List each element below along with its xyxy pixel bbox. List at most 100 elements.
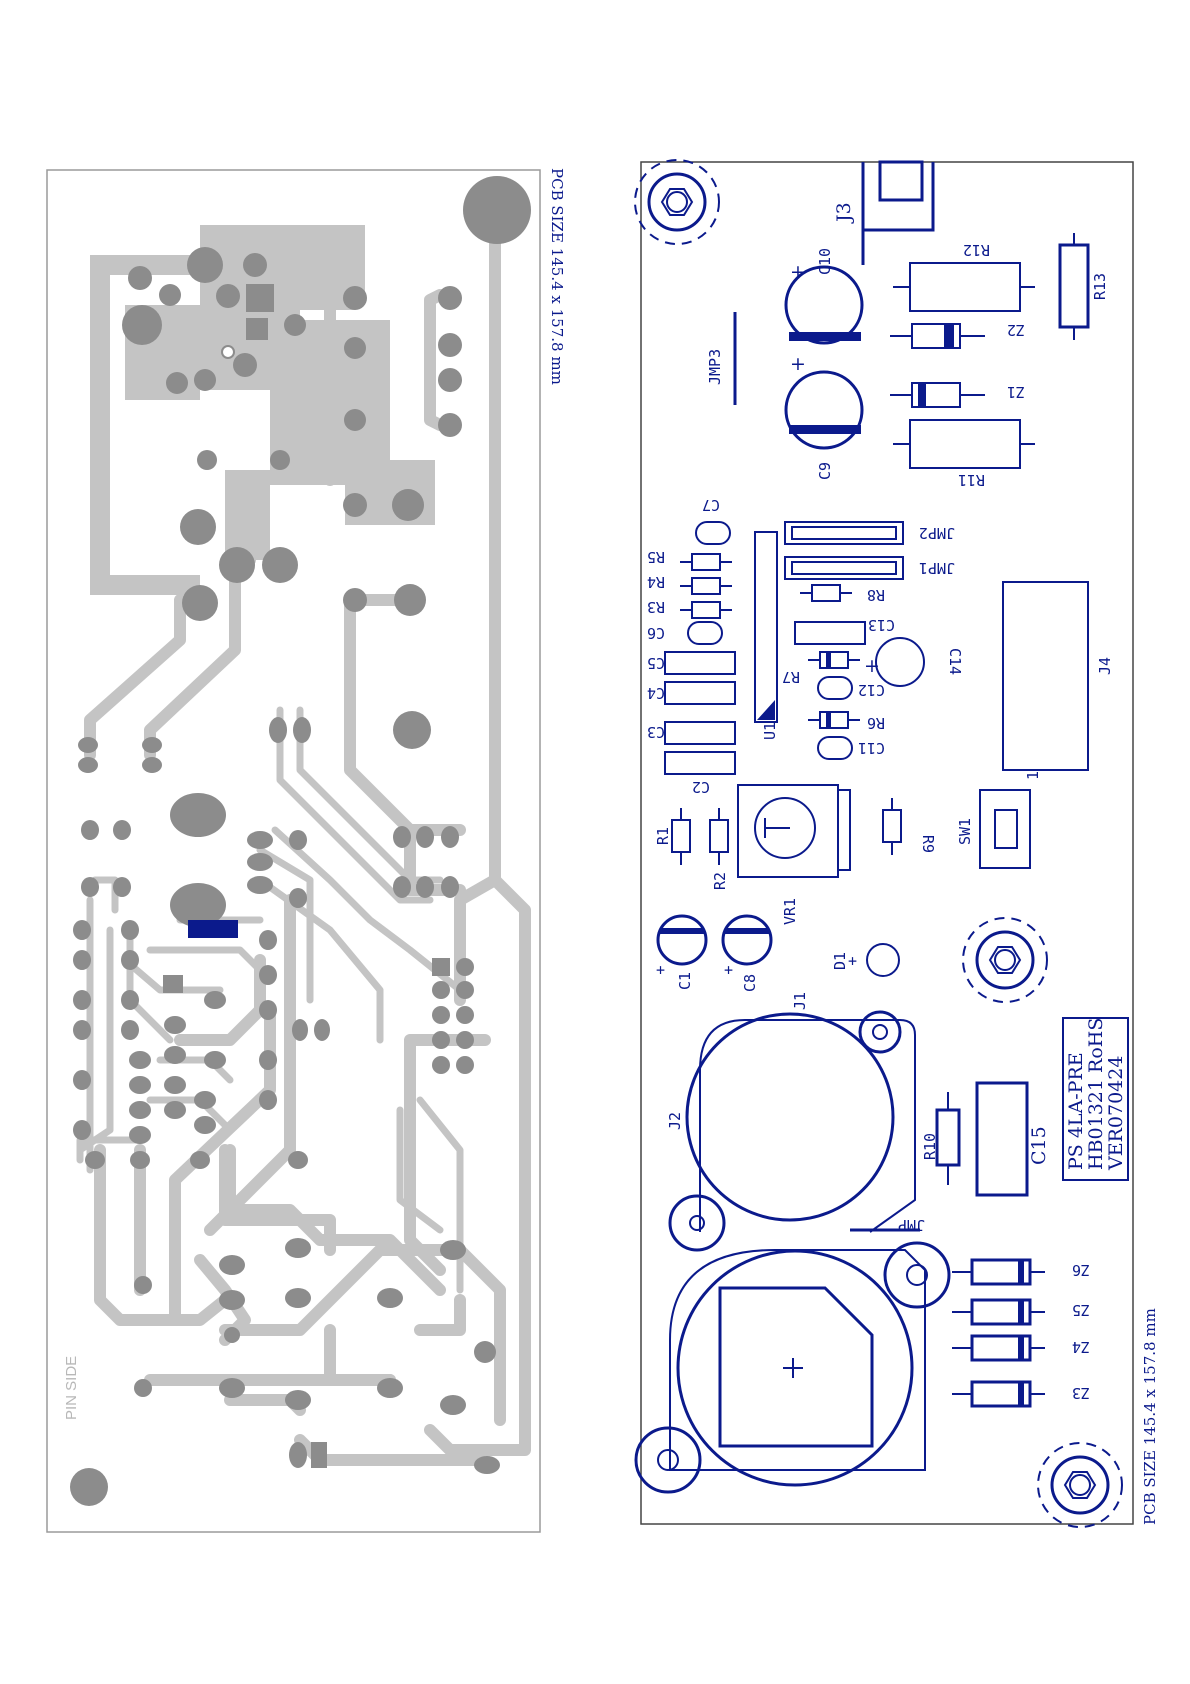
- pin-side-label: PIN SIDE: [63, 1356, 80, 1420]
- label-c2: C2: [692, 778, 710, 796]
- mounting-hole-middle: [963, 918, 1047, 1002]
- label-r13: R13: [1091, 273, 1109, 300]
- info-line-3: VER070424: [1105, 1056, 1127, 1171]
- d1-led: + D1: [831, 944, 899, 976]
- j1-j2-jack: J1 J2: [666, 992, 915, 1250]
- label-j2: J2: [666, 1112, 684, 1130]
- label-c6: C6: [647, 624, 665, 642]
- c15-capacitor: C15: [977, 1083, 1050, 1195]
- vr1-trimmer: VR1: [738, 785, 850, 925]
- component-side-size-label: PCB SIZE 145.4 x 157.8 mm: [1141, 1308, 1159, 1525]
- c12-capacitor: C12: [818, 677, 885, 699]
- label-jmp1: JMP1: [919, 559, 955, 577]
- j4-connector: J4 1: [1003, 582, 1114, 780]
- c2-capacitor: C2: [665, 752, 735, 796]
- c10-capacitor: C10 +: [786, 248, 862, 343]
- label-r11: R11: [958, 471, 985, 489]
- mounting-hole-top: [635, 160, 719, 244]
- label-r2: R2: [711, 872, 729, 890]
- d1-plus: +: [848, 952, 857, 970]
- label-r8: R8: [867, 586, 885, 604]
- board-info-box: PS 4LA-PRE HB01321 RoHS VER070424: [1063, 1018, 1128, 1180]
- r10-resistor: R10: [921, 1092, 959, 1185]
- r4-resistor: R4: [647, 573, 732, 594]
- label-r7: R7: [782, 668, 800, 686]
- z5-diode: Z5: [952, 1300, 1090, 1324]
- jmp3-jumper: JMP3: [706, 312, 735, 405]
- label-vr1: VR1: [781, 898, 799, 925]
- z2-diode: Z2: [890, 321, 1025, 348]
- c1-plus: +: [656, 961, 665, 979]
- label-c14: C14: [946, 648, 964, 675]
- c14-capacitor: + C14: [864, 638, 964, 686]
- label-j4-pin1: 1: [1024, 771, 1042, 780]
- label-r6: R6: [867, 714, 885, 732]
- label-z6: Z6: [1072, 1261, 1090, 1279]
- label-c4: C4: [647, 684, 665, 702]
- label-c10: C10: [816, 248, 834, 275]
- pin-side-board: PCB SIZE 145.4 x 157.8 mm PIN SIDE: [47, 168, 566, 1532]
- label-r10: R10: [921, 1133, 939, 1160]
- label-r1: R1: [654, 827, 672, 845]
- c8-capacitor: + C8: [723, 916, 771, 992]
- r13-resistor: R13: [1060, 233, 1109, 340]
- mounting-hole-bottom: [1038, 1443, 1122, 1527]
- c4-capacitor: C4: [647, 682, 735, 704]
- info-line-2: HB01321 RoHS: [1085, 1018, 1107, 1170]
- label-jmp2: JMP2: [919, 524, 955, 542]
- label-z4: Z4: [1072, 1338, 1090, 1356]
- r11-resistor: R11: [893, 420, 1035, 489]
- label-j4: J4: [1096, 657, 1114, 675]
- r3-resistor: R3: [647, 598, 732, 618]
- r1-resistor: R1: [654, 808, 690, 865]
- label-c7: C7: [702, 496, 720, 514]
- j3-connector: J3: [833, 162, 933, 265]
- label-c3: C3: [647, 723, 665, 741]
- c7-capacitor: C7: [696, 496, 730, 544]
- label-z3: Z3: [1072, 1384, 1090, 1402]
- c14-plus: +: [864, 655, 880, 677]
- c10-plus: +: [790, 261, 806, 283]
- label-r5: R5: [647, 548, 665, 566]
- r12-resistor: R12: [893, 241, 1035, 311]
- component-side-board: PCB SIZE 145.4 x 157.8 mm J3: [635, 160, 1159, 1527]
- label-z2: Z2: [1007, 321, 1025, 339]
- label-z1: Z1: [1007, 383, 1025, 401]
- xlr-connector: [636, 1243, 949, 1492]
- r9-resistor: R9: [883, 798, 937, 855]
- z1-diode: Z1: [890, 383, 1025, 407]
- label-r12: R12: [963, 241, 990, 259]
- r2-resistor: R2: [710, 808, 729, 890]
- label-c5: C5: [647, 654, 665, 672]
- c11-capacitor: C11: [818, 737, 885, 759]
- label-jmp3: JMP3: [706, 349, 724, 385]
- info-line-1: PS 4LA-PRE: [1065, 1052, 1087, 1170]
- c9-capacitor: C9 +: [786, 353, 862, 480]
- c13-capacitor: C13: [795, 616, 895, 644]
- r6-resistor: R6: [808, 712, 885, 732]
- label-j1: J1: [791, 992, 809, 1010]
- label-j3: J3: [833, 202, 855, 224]
- label-d1: D1: [831, 952, 849, 970]
- c6-capacitor: C6: [647, 622, 722, 644]
- z3-diode: Z3: [952, 1382, 1090, 1406]
- jmp1-jumper: JMP1: [785, 557, 955, 579]
- label-c1: C1: [676, 972, 694, 990]
- r8-resistor: R8: [800, 585, 885, 604]
- label-c9: C9: [816, 462, 834, 480]
- c3-capacitor: C3: [647, 722, 735, 744]
- z4-diode: Z4: [952, 1336, 1090, 1360]
- label-c12: C12: [858, 681, 885, 699]
- label-c13: C13: [868, 616, 895, 634]
- c9-plus: +: [790, 353, 806, 375]
- u1-regulator: U1: [755, 532, 779, 740]
- sw1-switch: SW1: [956, 790, 1030, 868]
- r5-resistor: R5: [647, 548, 732, 570]
- label-r9: R9: [919, 835, 937, 853]
- c5-capacitor: C5: [647, 652, 735, 674]
- label-c11: C11: [858, 739, 885, 757]
- jmp2-jumper: JMP2: [785, 522, 955, 544]
- label-c15: C15: [1028, 1126, 1050, 1165]
- z6-diode: Z6: [952, 1260, 1090, 1284]
